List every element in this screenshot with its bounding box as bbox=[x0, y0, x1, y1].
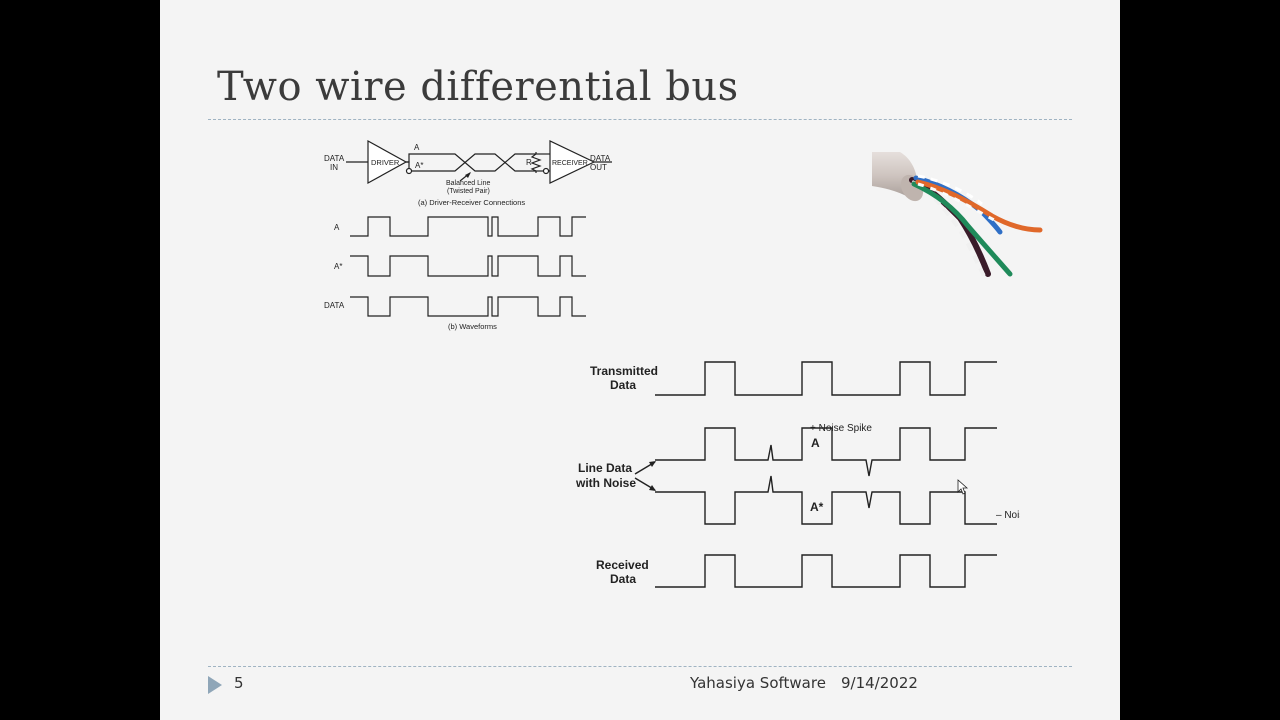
data-in-label: DATA bbox=[324, 154, 345, 163]
driver-label: DRIVER bbox=[371, 158, 400, 167]
slide-date: 9/14/2022 bbox=[841, 674, 918, 692]
line-a-star-label: A* bbox=[415, 161, 423, 170]
twisted-pair-cable-image bbox=[872, 152, 1043, 277]
data-out-label: DATA bbox=[590, 154, 611, 163]
minus-noise-spike-label: – Noise Spike bbox=[996, 510, 1020, 521]
line-data-label: Line Data bbox=[578, 461, 632, 475]
twisted-pair-label: (Twisted Pair) bbox=[447, 188, 490, 195]
with-noise-label: with Noise bbox=[575, 476, 636, 490]
transmitted-label: Transmitted bbox=[590, 364, 658, 378]
footer-triangle-icon bbox=[208, 676, 222, 694]
data-in-label-2: IN bbox=[330, 163, 338, 172]
line-a-label-b: A bbox=[811, 436, 820, 450]
title-divider bbox=[208, 119, 1072, 120]
transmitted-label-2: Data bbox=[610, 378, 636, 392]
page-number: 5 bbox=[234, 674, 244, 692]
noise-rejection-diagram: Transmitted Data + Noise Spike A Line Da… bbox=[575, 361, 1020, 588]
data-out-label-2: OUT bbox=[590, 163, 607, 172]
slide-title: Two wire differential bus bbox=[217, 64, 739, 110]
wave-label-a: A bbox=[334, 223, 340, 232]
driver-receiver-diagram: DATA IN DRIVER A A* R RECEIVER DATA OUT … bbox=[324, 139, 612, 331]
plus-noise-spike-label: + Noise Spike bbox=[810, 423, 872, 434]
received-label: Received bbox=[596, 558, 649, 572]
waveforms-caption: (b) Waveforms bbox=[448, 322, 497, 331]
balanced-line-label: Balanced Line bbox=[446, 180, 490, 187]
receiver-label: RECEIVER bbox=[552, 160, 588, 167]
company-name: Yahasiya Software bbox=[690, 674, 826, 692]
wave-label-a-star: A* bbox=[334, 262, 342, 271]
wave-label-data: DATA bbox=[324, 301, 345, 310]
received-label-2: Data bbox=[610, 572, 636, 586]
slide: Two wire differential bus bbox=[160, 0, 1120, 720]
resistor-label: R bbox=[526, 158, 532, 167]
line-a-star-label-b: A* bbox=[810, 500, 824, 514]
footer-divider bbox=[208, 666, 1072, 667]
line-a-label: A bbox=[414, 143, 420, 152]
connections-caption: (a) Driver-Receiver Connections bbox=[418, 198, 525, 207]
